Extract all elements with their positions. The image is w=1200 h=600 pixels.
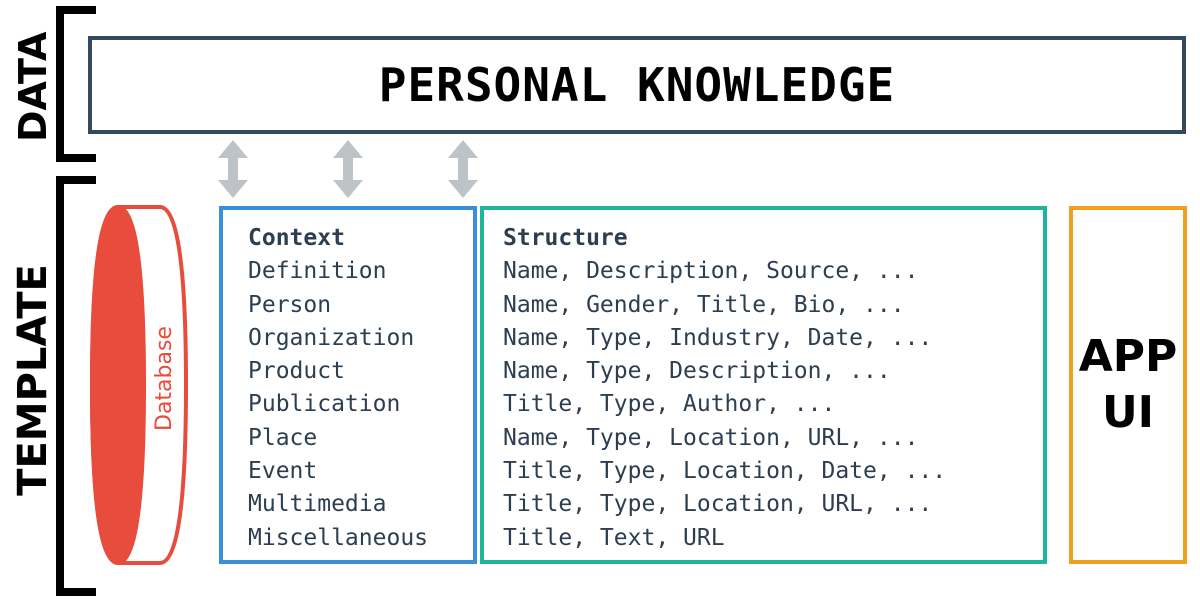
structure-panel: Structure Name, Description, Source, ...… bbox=[480, 206, 1047, 564]
personal-knowledge-title: PERSONAL KNOWLEDGE bbox=[378, 58, 896, 112]
context-item: Person bbox=[248, 291, 332, 318]
bidirectional-arrow-icon bbox=[333, 140, 363, 198]
database-cylinder-icon bbox=[89, 204, 189, 566]
app-ui-box: APP UI bbox=[1069, 206, 1187, 564]
personal-knowledge-box: PERSONAL KNOWLEDGE bbox=[88, 36, 1186, 134]
context-item: Product bbox=[248, 358, 345, 385]
context-header: Context bbox=[248, 225, 345, 251]
context-item: Organization bbox=[248, 324, 415, 351]
app-label: APP bbox=[1078, 331, 1178, 382]
data-bracket bbox=[56, 6, 96, 162]
structure-item: Name, Gender, Title, Bio, ... bbox=[503, 291, 905, 318]
context-item: Publication bbox=[248, 391, 401, 418]
structure-item: Name, Type, Location, URL, ... bbox=[503, 424, 919, 451]
structure-item: Title, Text, URL bbox=[503, 524, 725, 551]
structure-header: Structure bbox=[503, 225, 628, 251]
template-side-label: TEMPLATE bbox=[10, 264, 56, 496]
data-side-label: DATA bbox=[11, 31, 55, 142]
structure-item: Name, Type, Description, ... bbox=[503, 358, 891, 385]
bidirectional-arrow-icon bbox=[218, 140, 248, 198]
structure-item: Title, Type, Location, URL, ... bbox=[503, 491, 933, 518]
template-bracket bbox=[56, 176, 96, 596]
structure-item: Name, Type, Industry, Date, ... bbox=[503, 324, 933, 351]
context-item: Miscellaneous bbox=[248, 524, 429, 551]
context-item: Place bbox=[248, 424, 318, 451]
context-item: Multimedia bbox=[248, 491, 387, 518]
structure-item: Name, Description, Source, ... bbox=[503, 258, 919, 285]
ui-label: UI bbox=[1101, 387, 1155, 438]
structure-item: Title, Type, Location, Date, ... bbox=[503, 458, 947, 485]
structure-item: Title, Type, Author, ... bbox=[503, 391, 836, 418]
context-item: Event bbox=[248, 458, 318, 485]
context-panel: Context Definition Person Organization P… bbox=[219, 206, 477, 564]
bidirectional-arrow-icon bbox=[448, 140, 478, 198]
database-label: Database bbox=[152, 326, 177, 431]
context-item: Definition bbox=[248, 258, 387, 285]
